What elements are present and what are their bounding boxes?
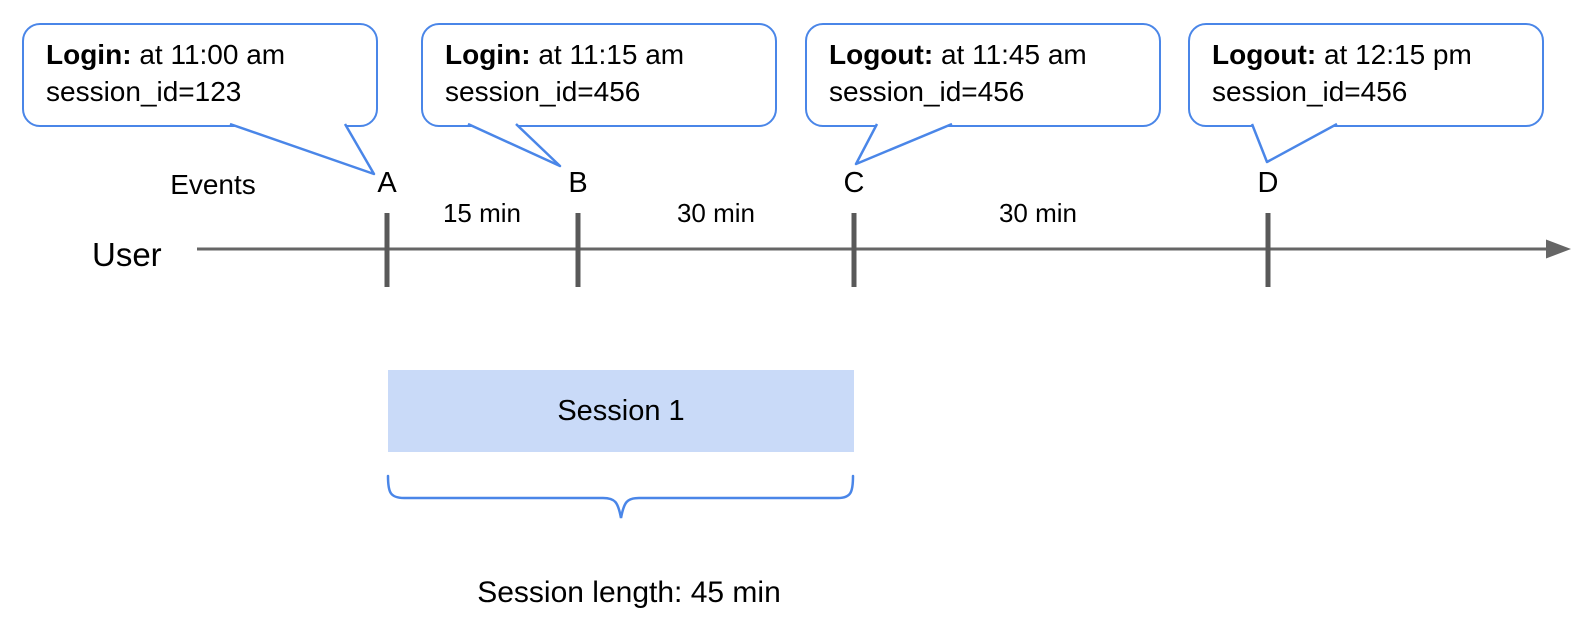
callout-time: at 11:00 am — [139, 39, 286, 70]
callout-tail-b — [467, 122, 562, 168]
callout-session-id: session_id=456 — [829, 76, 1025, 107]
callout-action: Logout: — [1212, 39, 1317, 70]
callout-event-line: Logout: at 12:15 pm — [1212, 36, 1528, 73]
callout-event-line: Login: at 11:00 am — [46, 36, 362, 73]
callout-event-line: Logout: at 11:45 am — [829, 36, 1145, 73]
callout-logout-d: Logout: at 12:15 pm session_id=456 — [1188, 23, 1544, 127]
callout-time: at 12:15 pm — [1323, 39, 1472, 70]
session-length-label: Session length: 45 min — [477, 576, 781, 609]
callout-logout-c: Logout: at 11:45 am session_id=456 — [805, 23, 1161, 127]
interval-label-bc: 30 min — [676, 198, 756, 228]
callout-login-a: Login: at 11:00 am session_id=123 — [22, 23, 378, 127]
callout-action: Login: — [445, 39, 531, 70]
interval-label-cd: 30 min — [998, 198, 1078, 228]
event-marker-d: D — [1257, 167, 1279, 199]
callout-time: at 11:15 am — [538, 39, 685, 70]
callout-time: at 11:45 am — [940, 39, 1087, 70]
callout-login-b: Login: at 11:15 am session_id=456 — [421, 23, 777, 127]
session-box-label: Session 1 — [557, 394, 685, 427]
callout-action: Logout: — [829, 39, 934, 70]
callout-tail-d — [1250, 122, 1338, 164]
callout-event-line: Login: at 11:15 am — [445, 36, 761, 73]
callout-session-id: session_id=456 — [1212, 76, 1408, 107]
callout-tail-a — [229, 122, 376, 176]
callout-session-id: session_id=123 — [46, 76, 242, 107]
user-axis-label: User — [92, 236, 162, 273]
timeline-arrowhead-icon — [1546, 239, 1571, 259]
event-marker-a: A — [377, 167, 397, 199]
callout-tail-c — [854, 122, 953, 166]
session-brace — [386, 474, 855, 519]
events-label: Events — [170, 169, 256, 200]
session-box: Session 1 — [388, 370, 854, 452]
event-marker-c: C — [843, 167, 865, 199]
callout-action: Login: — [46, 39, 132, 70]
interval-label-ab: 15 min — [442, 198, 522, 228]
event-marker-b: B — [568, 167, 588, 199]
callout-session-id: session_id=456 — [445, 76, 641, 107]
